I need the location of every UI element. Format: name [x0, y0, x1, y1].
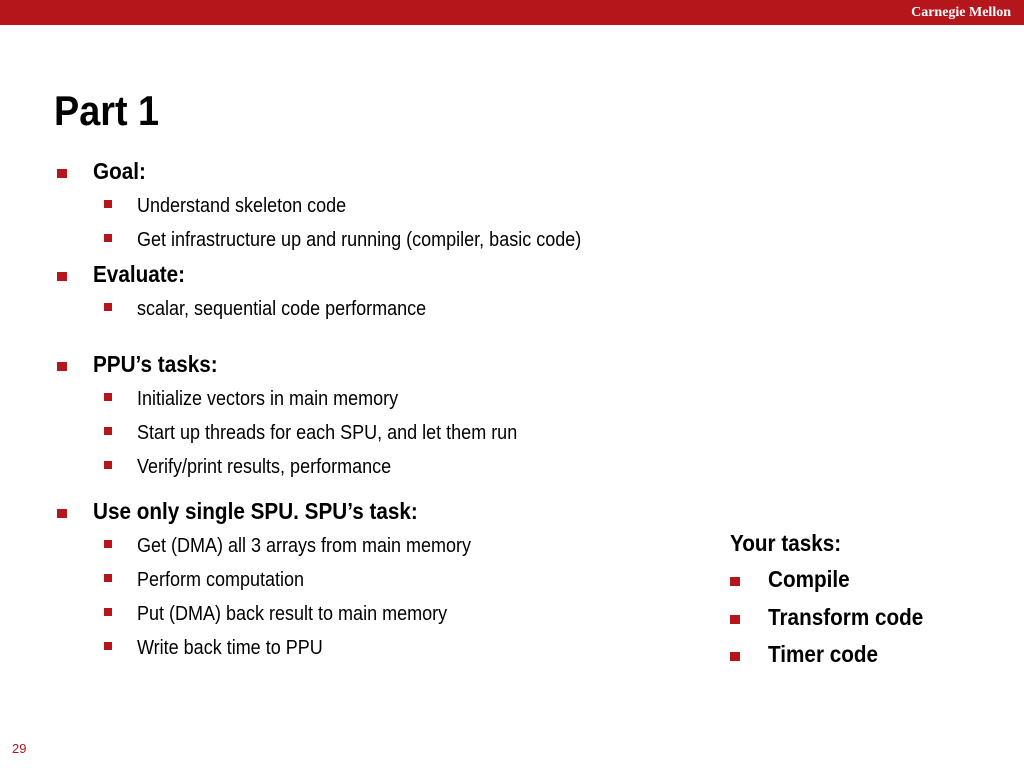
small-square-bullet-icon — [104, 540, 112, 548]
ppu-tasks-label: PPU’s tasks: — [93, 351, 218, 377]
evaluate-label: Evaluate: — [93, 261, 186, 287]
your-task-item: Transform code — [730, 599, 1010, 637]
goal-subitem-text: Get infrastructure up and running (compi… — [137, 229, 582, 251]
spu-task-text: Write back time to PPU — [137, 637, 323, 659]
your-task-text: Compile — [768, 566, 850, 592]
goal-bullet: Goal: — [57, 154, 747, 189]
ppu-task-text: Start up threads for each SPU, and let t… — [137, 422, 518, 444]
small-square-bullet-icon — [104, 642, 112, 650]
small-square-bullet-icon — [104, 200, 112, 208]
main-bullet-list: Goal: Understand skeleton code Get infra… — [57, 154, 747, 665]
square-bullet-icon — [730, 652, 740, 661]
goal-label: Goal: — [93, 158, 146, 184]
ppu-task-item: Verify/print results, performance — [104, 450, 747, 484]
spu-task-text: Perform computation — [137, 569, 305, 591]
ppu-task-item: Initialize vectors in main memory — [104, 382, 747, 416]
goal-subitem: Understand skeleton code — [104, 189, 747, 223]
ppu-task-text: Verify/print results, performance — [137, 456, 392, 478]
spu-task-label: Use only single SPU. SPU’s task: — [93, 498, 418, 524]
square-bullet-icon — [57, 169, 67, 178]
small-square-bullet-icon — [104, 393, 112, 401]
your-task-item: Compile — [730, 561, 1010, 599]
goal-subitem-text: Understand skeleton code — [137, 195, 347, 217]
spu-task-text: Get (DMA) all 3 arrays from main memory — [137, 535, 472, 557]
spu-task-bullet: Use only single SPU. SPU’s task: — [57, 494, 747, 529]
square-bullet-icon — [57, 362, 67, 371]
small-square-bullet-icon — [104, 574, 112, 582]
spu-task-item: Perform computation — [104, 563, 747, 597]
square-bullet-icon — [730, 614, 740, 624]
square-bullet-icon — [57, 272, 67, 281]
small-square-bullet-icon — [104, 234, 112, 242]
small-square-bullet-icon — [104, 303, 112, 311]
ppu-task-item: Start up threads for each SPU, and let t… — [104, 416, 747, 450]
section-spacer — [57, 484, 747, 494]
evaluate-bullet: Evaluate: — [57, 257, 747, 292]
ppu-task-text: Initialize vectors in main memory — [137, 388, 399, 410]
your-tasks-heading: Your tasks: — [730, 530, 842, 556]
top-banner: Carnegie Mellon — [0, 0, 1024, 25]
square-bullet-icon — [730, 577, 740, 586]
spu-task-item: Put (DMA) back result to main memory — [104, 597, 747, 631]
slide-title: Part 1 — [54, 87, 160, 135]
evaluate-subitem: scalar, sequential code performance — [104, 292, 747, 326]
section-spacer — [57, 326, 747, 347]
small-square-bullet-icon — [104, 461, 112, 469]
your-task-item: Timer code — [730, 636, 1010, 674]
page-number: 29 — [12, 741, 27, 756]
spu-task-item: Get (DMA) all 3 arrays from main memory — [104, 529, 747, 563]
your-task-text: Timer code — [768, 641, 879, 667]
spu-task-item: Write back time to PPU — [104, 631, 747, 665]
brand-label: Carnegie Mellon — [911, 5, 1011, 20]
evaluate-subitem-text: scalar, sequential code performance — [137, 298, 427, 320]
small-square-bullet-icon — [104, 608, 112, 616]
goal-subitem: Get infrastructure up and running (compi… — [104, 223, 747, 257]
your-task-text: Transform code — [768, 603, 924, 630]
your-tasks-panel: Your tasks: Compile Transform code Timer… — [730, 525, 1010, 674]
spu-task-text: Put (DMA) back result to main memory — [137, 603, 448, 625]
ppu-tasks-bullet: PPU’s tasks: — [57, 347, 747, 382]
small-square-bullet-icon — [104, 427, 112, 435]
square-bullet-icon — [57, 509, 67, 518]
